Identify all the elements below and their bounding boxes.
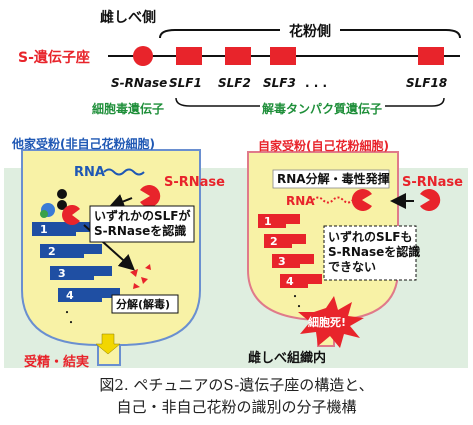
left-panel-title: 他家受粉(非自己花粉細胞) xyxy=(11,136,155,151)
left-dot-1: ・ xyxy=(62,308,72,319)
caption-line-1: 図2. ペチュニアのS-遺伝子座の構造と、 xyxy=(99,376,374,394)
right-not-recognize-text: いずれのSLFも S-RNaseを認識 できない xyxy=(328,229,424,274)
right-not-recognize-line1: いずれのSLFも xyxy=(328,229,413,244)
right-slf-2-number: 2 xyxy=(270,235,278,248)
fragment-4-icon xyxy=(145,264,151,270)
left-slf-4-shape xyxy=(58,288,120,302)
slf2-gene-box xyxy=(225,47,251,65)
right-slf-3-shape xyxy=(272,254,314,268)
left-slf-2-number: 2 xyxy=(48,245,56,258)
right-srnase-pacman xyxy=(351,189,372,212)
right-dot-1: ・ xyxy=(290,292,300,303)
right-slf-2-shape xyxy=(264,234,306,248)
right-not-recognize-box xyxy=(323,225,417,281)
left-result-label: 受精・結実 xyxy=(24,354,89,370)
right-rna-event-box xyxy=(272,169,390,189)
left-arrow-to-cell xyxy=(108,194,133,209)
right-rna-event-label: RNA分解・毒性発揮 xyxy=(277,171,390,186)
right-slf-4-number: 4 xyxy=(286,275,294,288)
left-slf-4-number: 4 xyxy=(66,289,74,302)
right-dot-2: ・ xyxy=(294,302,304,313)
cytotoxic-gene-label: 細胞毒遺伝子 xyxy=(92,101,164,116)
right-slf-4-shape xyxy=(280,274,322,288)
left-recognize-box xyxy=(89,205,195,243)
slf2-label: SLF2 xyxy=(218,76,251,90)
pollen-side-label: 花粉側 xyxy=(289,23,331,40)
left-rna-label: RNA xyxy=(74,165,105,180)
left-slf-1-number: 1 xyxy=(40,223,48,236)
left-slf-3-shape xyxy=(50,266,112,280)
detox-gene-label: 解毒タンパク質遺伝子 xyxy=(262,101,382,116)
srnase-gene-marker xyxy=(133,46,153,66)
right-slf-3-number: 3 xyxy=(278,255,286,268)
left-complex-top-icon xyxy=(57,189,67,199)
right-srnase-incoming xyxy=(420,188,441,211)
cell-death-label: 細胞死! xyxy=(308,315,346,329)
srnase-gene-label: S-RNase xyxy=(111,76,167,90)
locus-label: S-遺伝子座 xyxy=(18,49,90,66)
pollen-side-brace xyxy=(159,29,461,39)
right-not-recognize-line3: できない xyxy=(328,260,376,274)
right-rna-label: RNA xyxy=(286,194,315,208)
fragment-3-icon xyxy=(133,283,140,289)
cell-death-burst xyxy=(298,296,364,348)
left-dot-2: ・ xyxy=(66,318,76,329)
detox-brace xyxy=(175,97,445,107)
slf18-label: SLF18 xyxy=(406,76,447,90)
caption-line-2: 自己・非自己花粉の識別の分子機構 xyxy=(116,398,357,416)
left-recognize-line2: S-RNaseを認識 xyxy=(94,223,186,238)
fragment-1-icon xyxy=(130,269,138,277)
right-panel-title: 自家受粉(自己花粉細胞) xyxy=(258,138,389,153)
female-side-label: 雌しべ側 xyxy=(100,9,156,26)
left-degrade-box xyxy=(111,294,179,314)
left-degrade-label: 分解(解毒) xyxy=(116,297,170,311)
left-slf-3-number: 3 xyxy=(58,267,66,280)
slf-ellipsis: . . . xyxy=(305,76,327,90)
fragment-2-icon xyxy=(141,277,148,284)
slf1-gene-box xyxy=(176,47,202,65)
left-complex-green-icon xyxy=(40,210,48,218)
left-slf-1-shape xyxy=(32,222,94,236)
left-recognize-text: いずれかのSLFが S-RNaseを認識 xyxy=(94,208,195,238)
left-srnase-label: S-RNase xyxy=(164,175,225,190)
slf3-label: SLF3 xyxy=(263,76,296,90)
right-slf-1-shape xyxy=(258,214,300,228)
left-srnase-bound xyxy=(62,205,80,225)
right-srnase-label: S-RNase xyxy=(402,175,463,190)
left-complex-mid-icon xyxy=(57,200,67,210)
right-slf-1-number: 1 xyxy=(264,215,272,228)
slf18-gene-box xyxy=(418,47,444,65)
left-srnase-pacman xyxy=(140,185,161,207)
slf3-gene-box xyxy=(270,47,296,65)
slf1-label: SLF1 xyxy=(169,76,202,90)
right-rna-dotted xyxy=(312,196,354,204)
right-not-recognize-line2: S-RNaseを認識 xyxy=(328,244,420,259)
left-slf-2-shape xyxy=(40,244,102,258)
left-recognize-line1: いずれかのSLFが xyxy=(94,208,191,223)
left-rna-strand xyxy=(103,168,145,176)
left-fertilization-arrow xyxy=(95,333,121,355)
pistil-tissue-label: 雌しべ組織内 xyxy=(248,350,326,366)
